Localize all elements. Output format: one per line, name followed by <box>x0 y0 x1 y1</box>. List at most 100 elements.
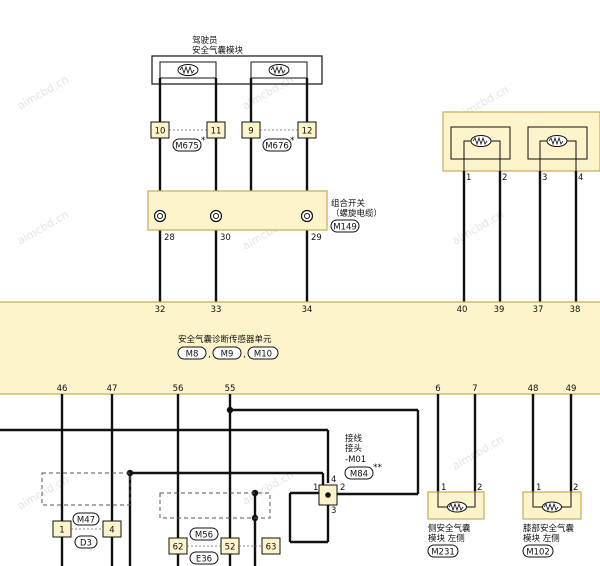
star-mark: ** <box>373 463 383 473</box>
splice-connector: 1 2 3 4 接线 接头 -M01 M84 ** <box>313 433 383 516</box>
side-airbag-title-2: 模块 左侧 <box>428 533 465 544</box>
sensor-unit: 32 33 34 40 39 37 38 安全气囊诊断传感器单元 M8 , M9… <box>0 301 600 395</box>
pin-label: 47 <box>107 384 118 394</box>
connector-id-badge <box>177 346 207 360</box>
connector-id: M676 <box>265 142 289 152</box>
squib-resistor-icon <box>177 64 199 76</box>
pin-label: 46 <box>57 384 68 394</box>
pin-label: 3 <box>331 506 336 516</box>
pin-label: 48 <box>528 384 539 394</box>
connector-id: E36 <box>196 555 212 565</box>
connector-id-badge <box>427 544 459 558</box>
connector-id: M8 <box>186 350 199 360</box>
pin-label: 2 <box>573 483 578 493</box>
watermark-1: aimcbd.cn <box>15 73 71 113</box>
watermark-6: aimcbd.cn <box>450 208 506 248</box>
zigzag-icon <box>448 502 464 512</box>
connector-id: M102 <box>526 548 550 558</box>
pin-label: 29 <box>311 233 322 243</box>
right-airbag-module: 1 2 3 4 <box>442 111 600 183</box>
spiral-cable-icon <box>153 209 167 223</box>
top-pin-connectors: 10 11 9 12 M675 * M676 * <box>150 121 317 152</box>
zigzag-icon <box>548 136 564 146</box>
pin-label: 4 <box>578 173 583 183</box>
pin-box <box>102 520 122 538</box>
watermark-4: aimcbd.cn <box>15 208 71 248</box>
splice-title-3: -M01 <box>345 455 366 465</box>
pin-label: 2 <box>502 173 507 183</box>
combo-switch-title-1: 组合开关 <box>331 198 366 209</box>
connector-id: M675 <box>175 142 199 152</box>
connector-id: M231 <box>431 548 455 558</box>
pin-label: 30 <box>220 233 231 243</box>
pin-label: 39 <box>494 305 505 315</box>
connector-id-badge <box>247 346 279 360</box>
shield-boxes <box>41 472 271 519</box>
knee-airbag-title-1: 膝部安全气囊 <box>523 523 575 534</box>
top-wires <box>158 78 309 302</box>
pin-label: 56 <box>173 384 184 394</box>
connector-id: M9 <box>221 350 234 360</box>
knee-airbag-module: 1 2 膝部安全气囊 模块 左侧 M102 <box>522 483 582 558</box>
pin-label: 38 <box>570 305 581 315</box>
spiral-cable-icon <box>300 209 314 223</box>
separator: , <box>243 350 246 360</box>
shield-dashed-box <box>159 492 271 519</box>
combination-switch: 28 30 29 组合开关 （螺旋电缆） M149 <box>147 190 382 243</box>
pin-label: 1 <box>466 173 471 183</box>
squib-resistor-icon <box>268 64 290 76</box>
lower-connectors: 1 4 M47 D3 62 52 63 M56 E36 <box>52 512 281 565</box>
driver-module-box <box>151 55 323 85</box>
squib-box <box>450 126 511 160</box>
pin-label: 7 <box>472 384 477 394</box>
combo-switch-box <box>147 190 328 231</box>
connector-id: M47 <box>77 516 95 526</box>
connector-id: M56 <box>195 531 213 541</box>
splice-title-1: 接线 <box>345 433 363 444</box>
lower-wires <box>0 394 573 566</box>
connector-id-badge <box>262 138 292 152</box>
watermark-2: aimcbd.cn <box>240 73 296 113</box>
pin-label: 3 <box>542 173 547 183</box>
pin-label: 6 <box>435 384 440 394</box>
connector-id: M84 <box>350 470 368 480</box>
pin-box <box>261 537 281 555</box>
squib-box-2 <box>250 61 308 79</box>
pin-label: 10 <box>155 127 166 137</box>
shield-dashed-box <box>41 472 131 506</box>
pin-label: 55 <box>225 384 236 394</box>
combo-switch-title-2: （螺旋电缆） <box>331 208 382 219</box>
pin-label: 4 <box>331 475 336 485</box>
pin-label: 2 <box>477 483 482 493</box>
zigzag-icon <box>472 136 488 146</box>
knee-airbag-title-2: 模块 左侧 <box>523 533 560 544</box>
sensor-unit-box <box>0 301 600 395</box>
watermarks: aimcbd.cn aimcbd.cn aimcbd.cn aimcbd.cn … <box>15 73 511 513</box>
splice-title-2: 接头 <box>345 443 363 454</box>
pin-label: 1 <box>536 483 541 493</box>
pin-label: 40 <box>457 305 468 315</box>
watermark-9: aimcbd.cn <box>450 433 506 473</box>
driver-module-title-2: 安全气囊模块 <box>192 45 244 56</box>
junction-dots <box>126 406 259 522</box>
pin-label: 62 <box>173 543 184 553</box>
connector-id: M10 <box>254 350 272 360</box>
zigzag-icon <box>543 502 559 512</box>
connector-id: D3 <box>80 539 92 549</box>
connector-id: M149 <box>333 223 357 233</box>
connector-id-badge <box>189 527 219 541</box>
squib-box-1 <box>159 61 217 79</box>
connector-id-badge <box>72 512 100 526</box>
side-airbag-title-1: 侧安全气囊 <box>428 523 471 534</box>
connector-id-badge <box>330 219 360 233</box>
separator: , <box>208 350 211 360</box>
pin-label: 63 <box>266 543 277 553</box>
pin-label: 28 <box>164 233 175 243</box>
driver-module-title-1: 驾驶员 <box>192 35 218 46</box>
connector-id-badge <box>212 346 242 360</box>
pin-label: 33 <box>211 305 222 315</box>
pin-label: 49 <box>566 384 577 394</box>
pin-label: 11 <box>211 127 222 137</box>
sensor-unit-title: 安全气囊诊断传感器单元 <box>178 334 272 345</box>
star-mark: * <box>290 136 295 146</box>
